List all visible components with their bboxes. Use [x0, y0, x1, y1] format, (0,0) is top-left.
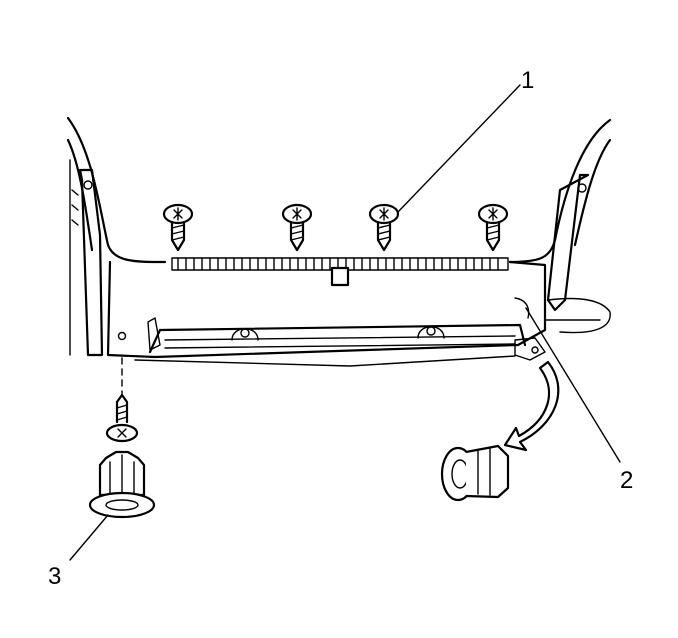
- leader-line-2: [525, 307, 621, 463]
- leader-line-1: [397, 84, 521, 213]
- screws: [162, 203, 509, 252]
- sill-plate: [106, 257, 547, 367]
- screw-4: [477, 203, 509, 252]
- callout-label-3: 3: [48, 563, 61, 590]
- screw-2: [281, 203, 313, 252]
- removed-clip: [440, 360, 560, 502]
- vehicle-body-outline: [66, 116, 612, 357]
- screw-1: [162, 203, 194, 252]
- callout-label-2: 2: [620, 467, 633, 494]
- leader-line-3: [69, 514, 109, 561]
- callout-label-1: 1: [521, 67, 534, 94]
- push-retainer: [88, 450, 156, 519]
- retainer-screw: [105, 357, 139, 443]
- screw-3: [368, 203, 400, 252]
- leader-lines: [69, 84, 621, 561]
